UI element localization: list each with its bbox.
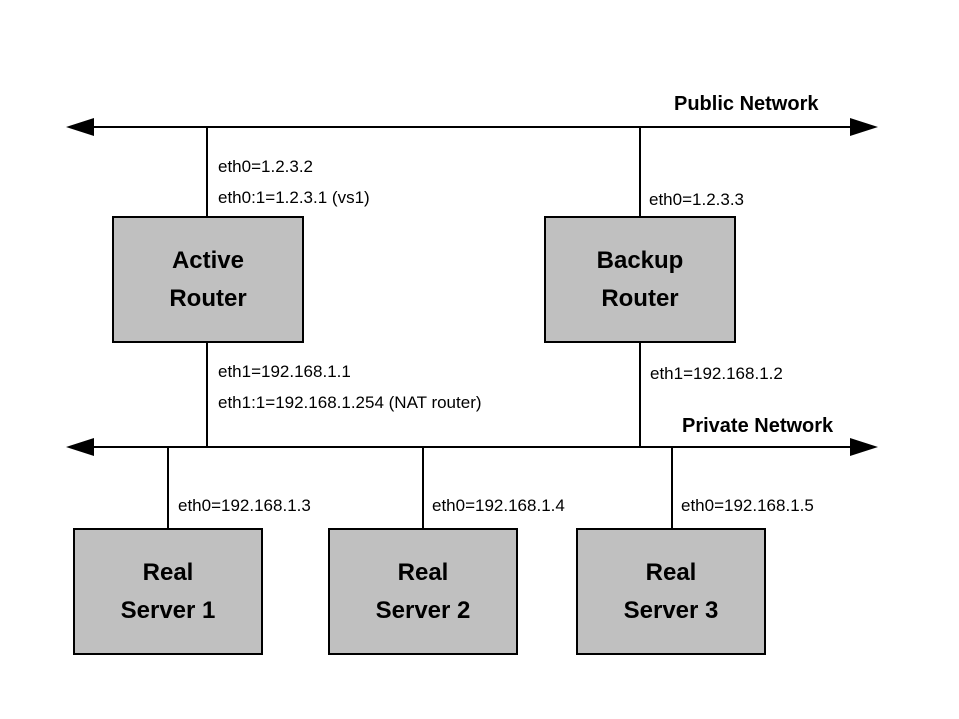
real-server-2-node: Real Server 2 <box>328 528 518 655</box>
backup-router-node: Backup Router <box>544 216 736 343</box>
active-router-eth1-label: eth1=192.168.1.1 <box>218 362 351 381</box>
connector-active-router-public <box>206 127 208 217</box>
active-router-eth1-alias-label: eth1:1=192.168.1.254 (NAT router) <box>218 393 482 412</box>
active-router-eth0-alias-label: eth0:1=1.2.3.1 (vs1) <box>218 188 370 207</box>
private-network-arrow-left-icon <box>66 438 94 456</box>
connector-real-server-2-private <box>422 447 424 529</box>
real-server-1-node: Real Server 1 <box>73 528 263 655</box>
real-server-3-node: Real Server 3 <box>576 528 766 655</box>
private-network-label: Private Network <box>682 415 834 437</box>
backup-router-eth0-label: eth0=1.2.3.3 <box>649 190 745 209</box>
real-server-1-eth0-label: eth0=192.168.1.3 <box>178 496 311 515</box>
public-network-label: Public Network <box>674 93 819 115</box>
active-router-eth0-label: eth0=1.2.3.2 <box>218 157 314 176</box>
active-router-node: Active Router <box>112 216 304 343</box>
connector-real-server-3-private <box>671 447 673 529</box>
backup-router-eth1-label: eth1=192.168.1.2 <box>650 364 783 383</box>
real-server-2-eth0-label: eth0=192.168.1.4 <box>432 496 565 515</box>
connector-active-router-private <box>206 342 208 448</box>
connector-real-server-1-private <box>167 447 169 529</box>
real-server-3-eth0-label: eth0=192.168.1.5 <box>681 496 814 515</box>
public-network-arrow-left-icon <box>66 118 94 136</box>
private-network-arrow-right-icon <box>850 438 878 456</box>
public-network-arrow-right-icon <box>850 118 878 136</box>
connector-backup-router-private <box>639 342 641 448</box>
private-network-line <box>80 446 856 448</box>
connector-backup-router-public <box>639 127 641 217</box>
public-network-line <box>80 126 856 128</box>
